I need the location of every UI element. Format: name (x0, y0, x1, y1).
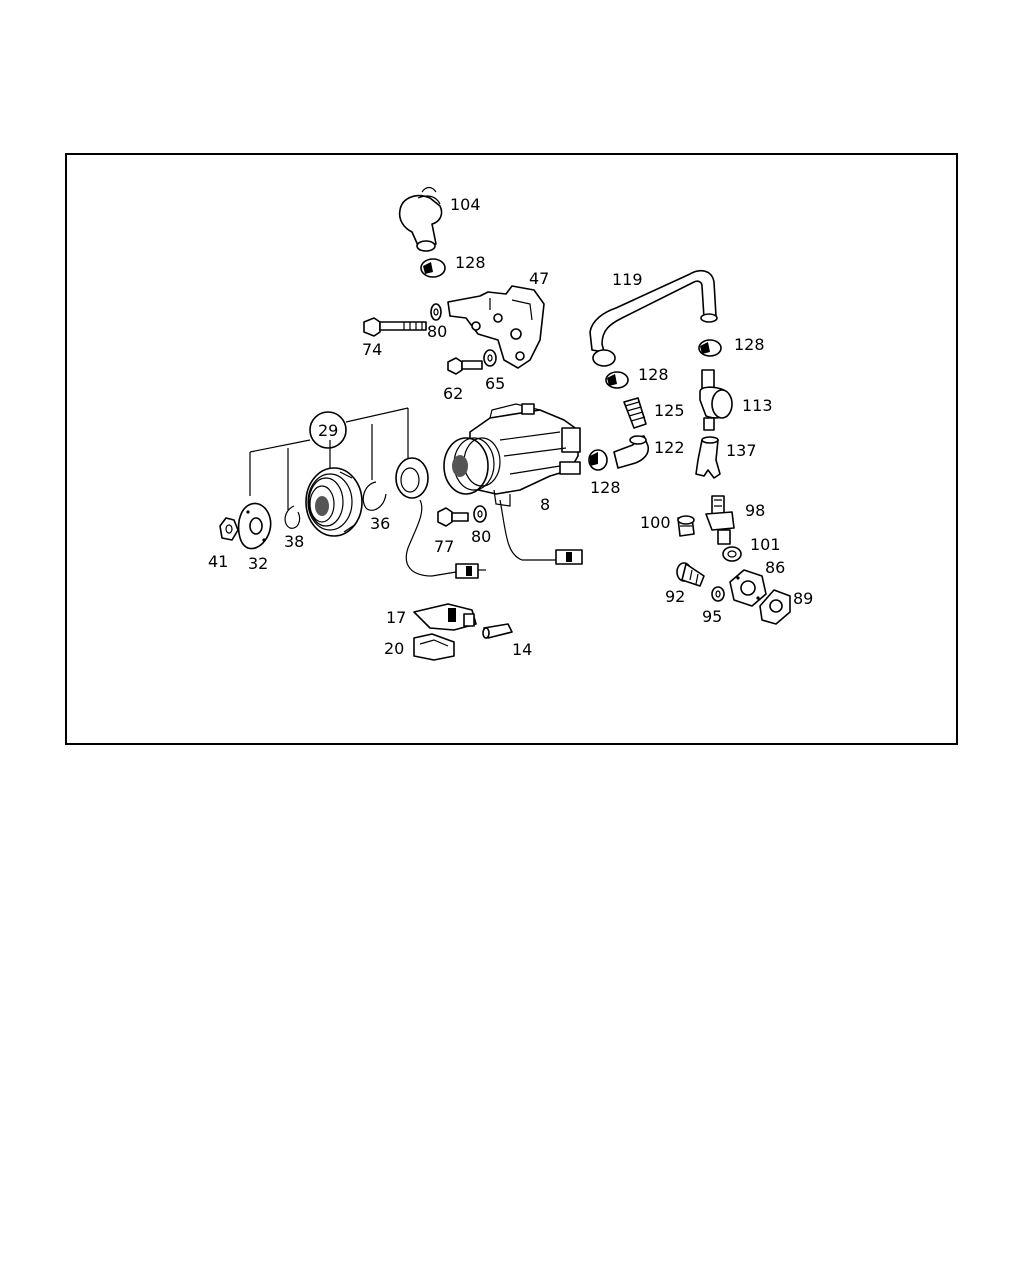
part-89-gasket (759, 589, 791, 625)
part-80b-washer (473, 505, 487, 523)
callout-14: 14 (512, 640, 532, 659)
callout-92: 92 (665, 587, 685, 606)
part-128c-clamp (605, 371, 629, 389)
callout-128-right: 128 (734, 335, 765, 354)
callout-38: 38 (284, 532, 304, 551)
callout-20: 20 (384, 639, 404, 658)
callout-98: 98 (745, 501, 765, 520)
part-128a-clamp (420, 258, 446, 278)
part-128b-clamp (698, 339, 722, 357)
field-coil (395, 457, 486, 579)
part-98-fitting (705, 495, 735, 545)
part-113-valve (699, 369, 733, 431)
part-41-nut (219, 517, 239, 541)
callout-41: 41 (208, 552, 228, 571)
part-74-bolt (363, 317, 427, 337)
part-65-washer (483, 349, 497, 367)
callout-86: 86 (765, 558, 785, 577)
part-104-hose-elbow (398, 186, 443, 252)
callout-101: 101 (750, 535, 781, 554)
part-20-clip (413, 633, 455, 661)
part-125-flex-hose (623, 397, 647, 429)
part-119-pipe (589, 269, 718, 367)
diagram-frame (65, 153, 958, 745)
callout-labels: 104 128 47 119 74 80 62 65 128 128 113 1… (208, 195, 813, 659)
callout-8: 8 (540, 495, 550, 514)
callout-62: 62 (443, 384, 463, 403)
callout-128-top: 128 (455, 253, 486, 272)
callout-36: 36 (370, 514, 390, 533)
callout-74: 74 (362, 340, 382, 359)
callout-89: 89 (793, 589, 813, 608)
part-38-snap-ring (284, 505, 301, 529)
callout-65: 65 (485, 374, 505, 393)
part-128d-clamp (588, 449, 608, 471)
part-122-elbow (613, 435, 650, 469)
callout-113: 113 (742, 396, 773, 415)
part-100-plug (677, 515, 695, 537)
callout-77: 77 (434, 537, 454, 556)
part-77-bolt (437, 507, 469, 527)
part-14-pin (482, 623, 513, 639)
part-86-flange (729, 569, 767, 607)
part-62-bolt (447, 357, 483, 375)
callout-104: 104 (450, 195, 481, 214)
part-36-snap-ring (362, 481, 387, 511)
callout-80-top: 80 (427, 322, 447, 341)
part-8-compressor (443, 403, 583, 565)
part-47-bracket (447, 285, 545, 369)
callout-17: 17 (386, 608, 406, 627)
part-29-group-lines (249, 407, 409, 510)
callout-29: 29 (318, 421, 338, 440)
part-80a-washer (430, 303, 442, 321)
callout-32: 32 (248, 554, 268, 573)
callout-125: 125 (654, 401, 685, 420)
callout-137: 137 (726, 441, 757, 460)
part-137-tee (695, 436, 721, 479)
callout-80-low: 80 (471, 527, 491, 546)
pulley (305, 467, 363, 537)
part-95-ring (711, 586, 725, 602)
callout-128-low: 128 (590, 478, 621, 497)
callout-95: 95 (702, 607, 722, 626)
part-32-hub (237, 502, 272, 550)
callout-122: 122 (654, 438, 685, 457)
part-101-seal (722, 546, 742, 562)
callout-47: 47 (529, 269, 549, 288)
callout-119: 119 (612, 270, 643, 289)
part-17-connector (413, 603, 477, 631)
callout-128-mid: 128 (638, 365, 669, 384)
callout-100: 100 (640, 513, 671, 532)
part-92-connector (676, 562, 705, 587)
